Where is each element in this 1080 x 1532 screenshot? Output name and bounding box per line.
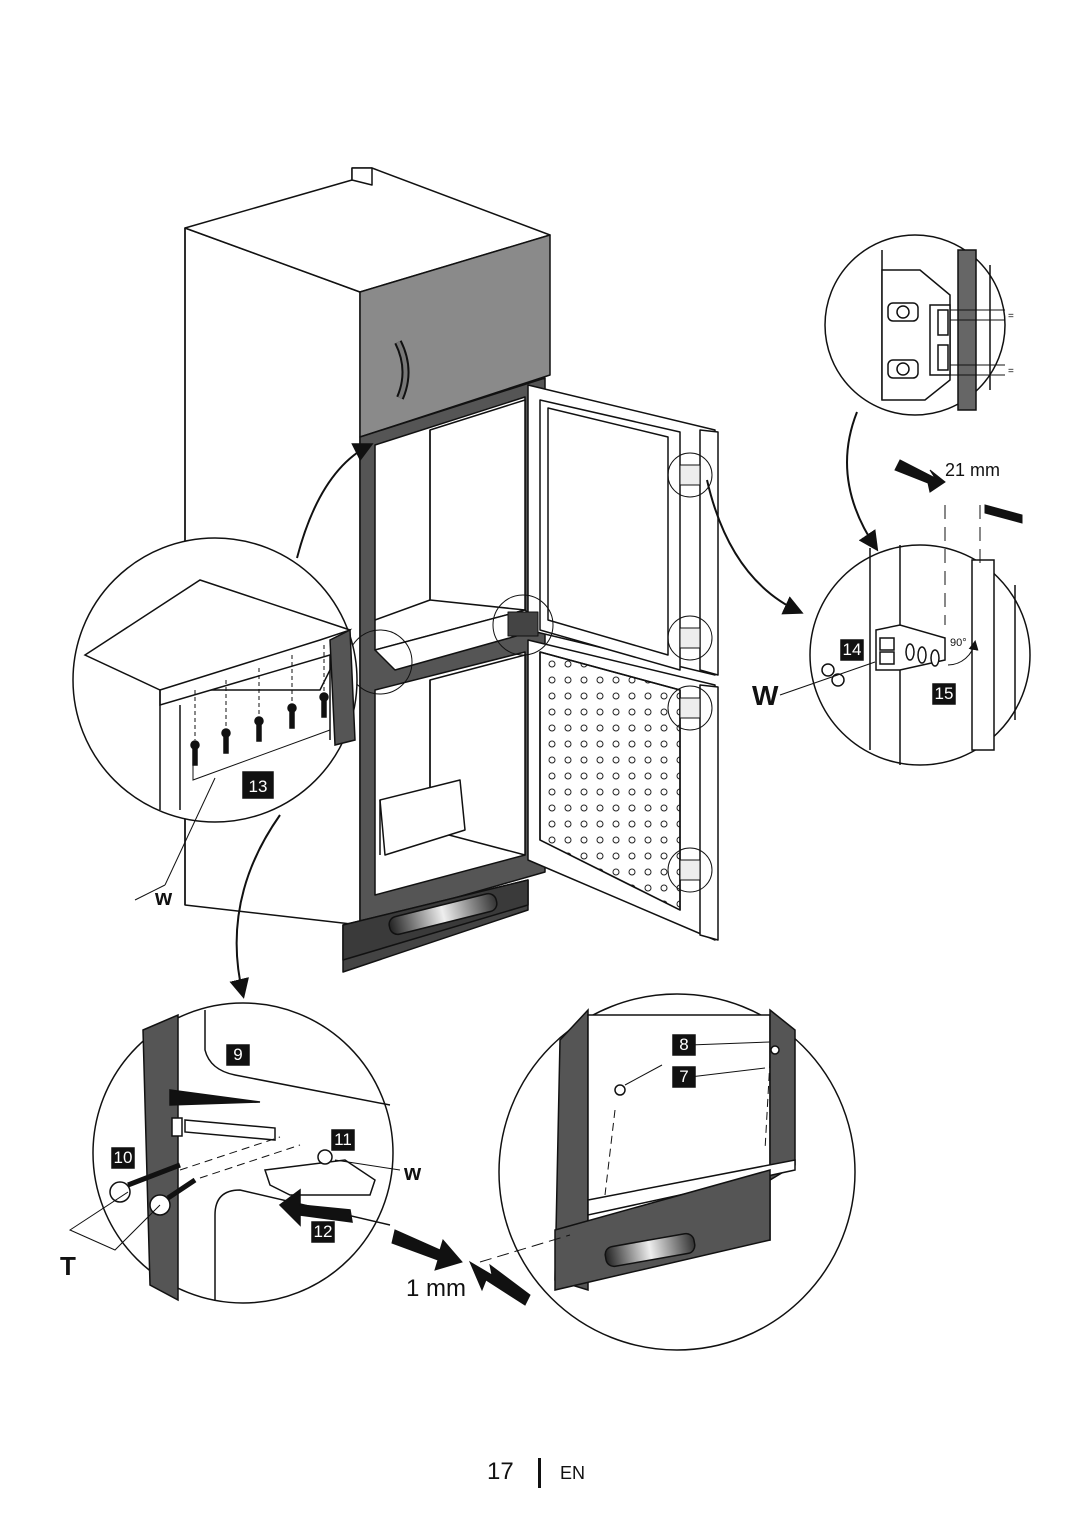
detail-circle-door-slider xyxy=(68,1002,401,1304)
step-15: 15 xyxy=(935,684,954,703)
step-11: 11 xyxy=(334,1130,352,1149)
page-number: 17 xyxy=(487,1458,514,1485)
detail-circle-hinge-adjust xyxy=(824,234,1006,416)
page-footer: 17 EN xyxy=(0,1458,1080,1498)
step-8: 8 xyxy=(679,1035,688,1054)
step-9: 9 xyxy=(233,1045,242,1064)
detail-circle-door-bracket xyxy=(779,505,1031,766)
dimension-21mm-label: 21 mm xyxy=(945,460,1000,480)
detail-circle-top-mounting xyxy=(72,537,358,901)
language-code: EN xyxy=(560,1463,586,1483)
w-large-label: W xyxy=(752,680,779,711)
w-small-left-label: w xyxy=(154,885,173,910)
step-12: 12 xyxy=(314,1222,333,1241)
dimension-arrows xyxy=(391,459,1023,1306)
detail-circle-plinth-gap xyxy=(479,993,856,1351)
equal-top-label: = xyxy=(1008,311,1014,322)
step-14: 14 xyxy=(843,640,862,659)
angle-label: 90° xyxy=(950,637,967,649)
step-10: 10 xyxy=(114,1148,133,1167)
step-13: 13 xyxy=(249,777,268,796)
connector-arrows xyxy=(229,411,879,999)
t-label: T xyxy=(60,1251,76,1281)
equal-bottom-label: = xyxy=(1008,366,1014,377)
step-7: 7 xyxy=(679,1067,688,1086)
footer-divider xyxy=(538,1458,541,1488)
dimension-1mm-label: 1 mm xyxy=(406,1275,466,1302)
w-small-bottom-label: w xyxy=(403,1160,422,1185)
